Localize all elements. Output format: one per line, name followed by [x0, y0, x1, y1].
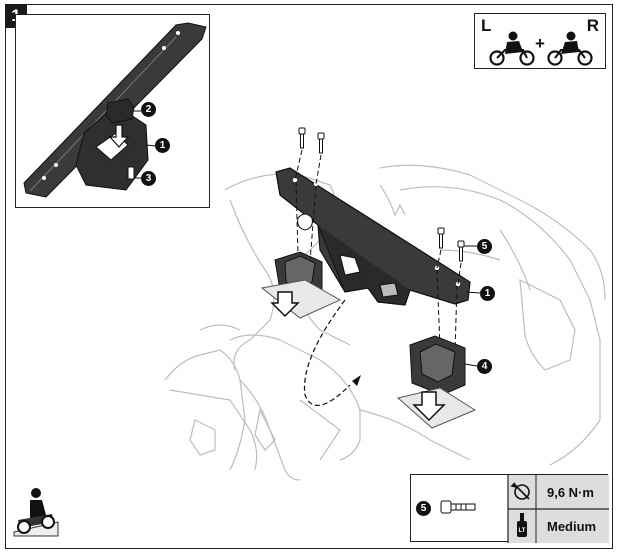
main-bracket	[275, 167, 471, 306]
lt-badge: LT	[519, 528, 526, 534]
motorcycle-right-icon	[547, 31, 593, 66]
diagram-frame	[5, 4, 613, 549]
inset-callout-1: 1	[155, 138, 170, 153]
motorcycle-pair-icons	[489, 31, 593, 66]
main-screws	[298, 127, 465, 262]
detail-inset	[15, 14, 210, 208]
threadlocker-bottle-icon: LT	[517, 513, 527, 537]
right-mount	[396, 335, 477, 429]
plus-sign: +	[535, 34, 545, 53]
callout-4: 4	[477, 359, 492, 374]
torque-wrench-icon	[510, 482, 530, 500]
torque-table-graphics: LT	[440, 475, 609, 543]
left-mount	[260, 251, 342, 319]
left-right-side-indicator: L R +	[474, 13, 606, 69]
motorcycle-outline	[164, 164, 606, 481]
torque-spec-table: LT 5 9,6 N·m Medium	[410, 474, 609, 543]
torque-value: 9,6 N·m	[547, 485, 594, 500]
right-label: R	[586, 16, 599, 35]
inset-callout-3: 3	[141, 171, 156, 186]
callout-5: 5	[477, 239, 492, 254]
screw-icon	[440, 500, 476, 514]
rider-sitting-icon	[13, 488, 59, 537]
motorcycle-left-icon	[489, 31, 535, 66]
threadlocker-value: Medium	[547, 519, 597, 534]
inset-callout-2: 2	[141, 102, 156, 117]
torque-part-callout: 5	[416, 501, 431, 516]
inset-illustration	[23, 22, 207, 198]
callout-1: 1	[480, 286, 495, 301]
left-label: L	[481, 16, 492, 35]
